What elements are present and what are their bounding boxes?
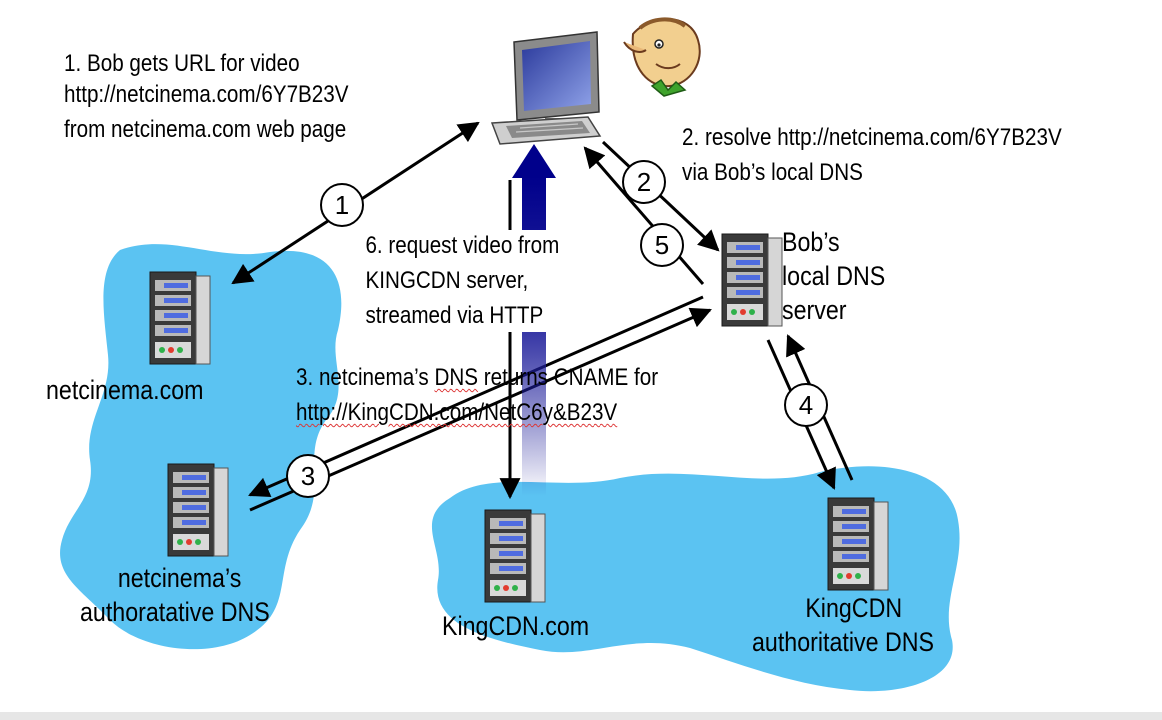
netcinema-dns-label: netcinema’s authoratative DNS bbox=[80, 562, 270, 630]
local-dns-line-2: local DNS bbox=[782, 260, 886, 291]
step-3-url: http://KingCDN.com/NetC6y&B23V bbox=[296, 399, 618, 427]
local-dns-line-3: server bbox=[782, 294, 847, 325]
local-dns-label: Bob’s local DNS server bbox=[782, 226, 885, 327]
step-6-line-1: 6. request video from bbox=[365, 232, 560, 259]
server-icon-kingcdn bbox=[484, 509, 546, 603]
step-6-label: 6. request video from KINGCDN server, st… bbox=[362, 230, 563, 332]
server-icon-kingcdn-dns bbox=[827, 497, 889, 591]
local-dns-line-1: Bob’s bbox=[782, 227, 840, 257]
http-stream-arrowhead bbox=[512, 144, 556, 178]
step-1-line-1: 1. Bob gets URL for video bbox=[64, 50, 300, 77]
server-icon-local-dns bbox=[721, 233, 783, 327]
step-number-2: 2 bbox=[622, 160, 666, 204]
netcinema-dns-line-2: authoratative DNS bbox=[80, 596, 270, 627]
netcinema-dns-line-1: netcinema’s bbox=[117, 563, 242, 593]
client-pc-icon bbox=[490, 31, 602, 145]
user-bob-icon bbox=[623, 17, 701, 97]
server-icon-netcinema-dns bbox=[167, 463, 229, 557]
kingcdn-dns-line-1: KingCDN bbox=[805, 593, 903, 623]
step-number-1: 1 bbox=[320, 183, 364, 227]
step-3-line-1: 3. netcinema’s DNS returns CNAME for bbox=[296, 362, 658, 393]
step-number-4: 4 bbox=[784, 383, 828, 427]
http-stream-bar bbox=[522, 176, 546, 496]
step-3-suffix: returns CNAME for bbox=[478, 364, 659, 391]
step-3-prefix: 3. netcinema’s bbox=[296, 364, 435, 391]
kingcdn-dns-label: KingCDN authoritative DNS bbox=[752, 592, 934, 660]
server-icon-netcinema bbox=[149, 271, 211, 365]
kingcdn-label: KingCDN.com bbox=[442, 611, 590, 641]
netcinema-label: netcinema.com bbox=[46, 375, 204, 405]
step-2-line-2: via Bob’s local DNS bbox=[682, 159, 863, 187]
step-1-line-2: http://netcinema.com/6Y7B23V bbox=[64, 81, 349, 109]
footer-bar bbox=[0, 712, 1162, 720]
step-5-arrow bbox=[583, 146, 705, 285]
step-2-line-1: 2. resolve http://netcinema.com/6Y7B23V bbox=[682, 124, 1062, 151]
step-6-line-2: KINGCDN server, bbox=[365, 267, 529, 295]
step-number-5: 5 bbox=[640, 223, 684, 267]
netcinema-cloud bbox=[60, 244, 342, 650]
step-1-line-3: from netcinema.com web page bbox=[64, 116, 347, 144]
step-3-label: 3. netcinema’s DNS returns CNAME for htt… bbox=[296, 362, 658, 428]
kingcdn-dns-line-2: authoritative DNS bbox=[752, 626, 934, 657]
step-2-label: 2. resolve http://netcinema.com/6Y7B23V … bbox=[682, 122, 1062, 188]
step-number-3: 3 bbox=[286, 454, 330, 498]
step-1-label: 1. Bob gets URL for video http://netcine… bbox=[64, 48, 349, 146]
step-3-dns: DNS bbox=[434, 364, 479, 391]
step-6-line-3: streamed via HTTP bbox=[365, 302, 544, 330]
